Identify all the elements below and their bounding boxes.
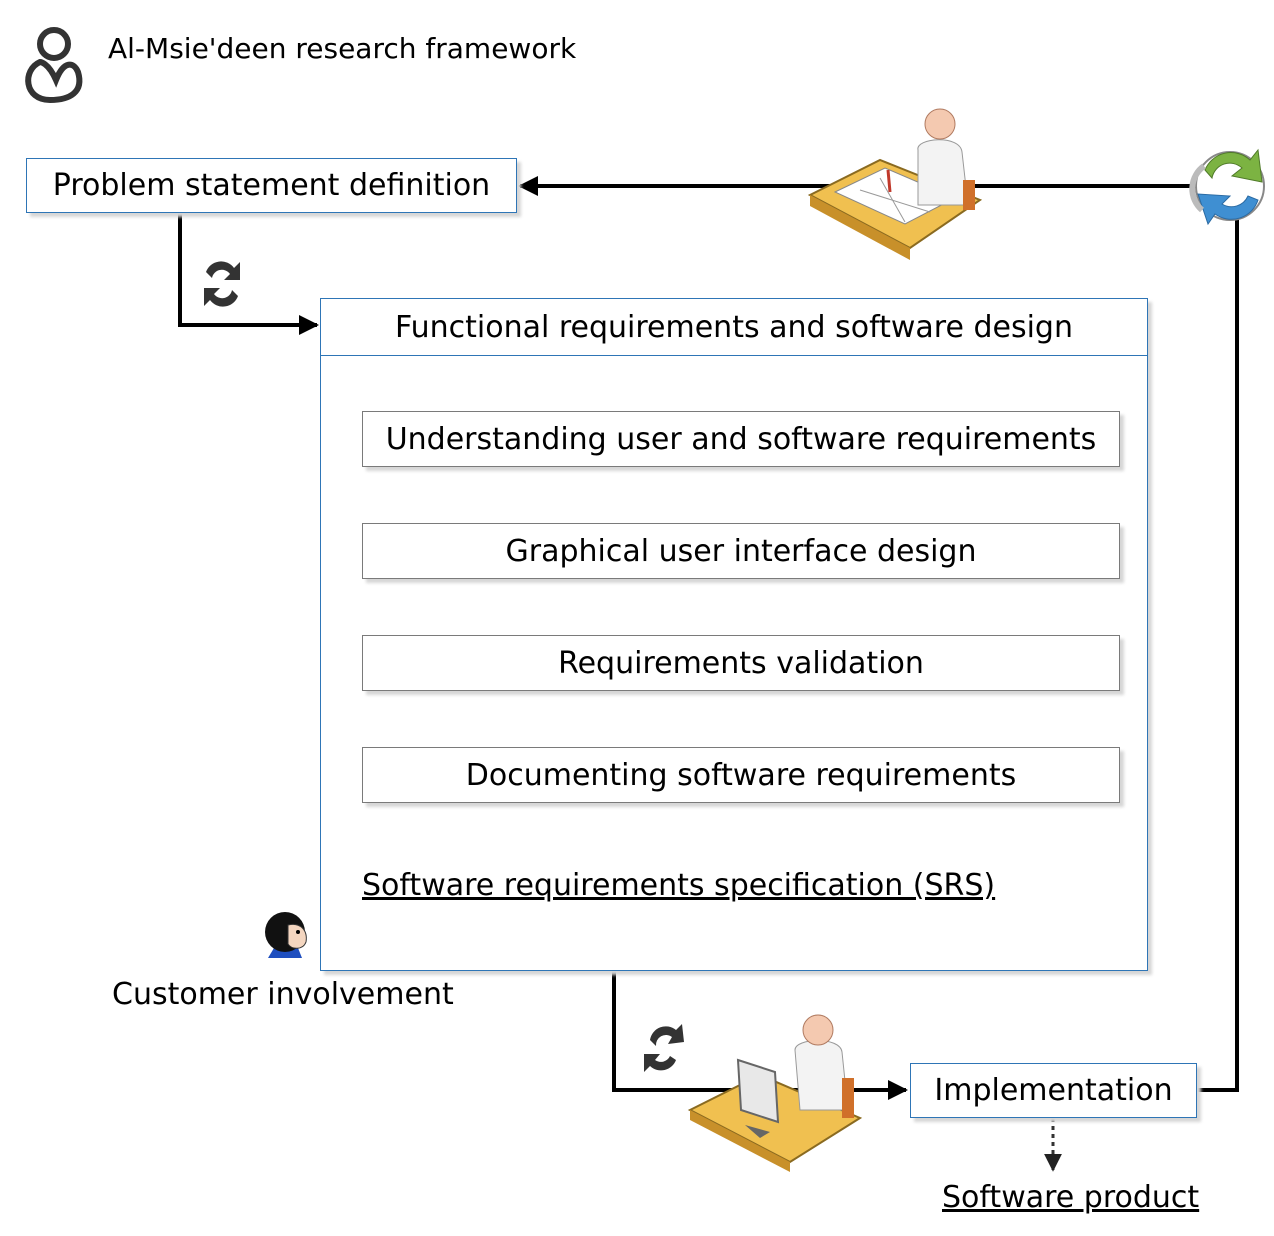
designer-drafting-icon [807,108,983,260]
implementation-box: Implementation [910,1063,1197,1118]
cycle-arrows-icon [1189,148,1265,226]
refresh-icon [204,261,240,307]
refresh-icon-bottom [644,1024,684,1072]
customer-face-icon [265,912,307,958]
functional-requirements-container: Functional requirements and software des… [320,298,1148,971]
customer-involvement-label: Customer involvement [112,977,454,1012]
requirements-validation-box: Requirements validation [362,635,1120,691]
understanding-requirements-box: Understanding user and software requirem… [362,411,1120,467]
srs-label: Software requirements specification (SRS… [362,868,996,903]
documenting-requirements-box: Documenting software requirements [362,747,1120,803]
functional-requirements-title: Functional requirements and software des… [321,299,1147,356]
gui-design-box: Graphical user interface design [362,523,1120,579]
software-product-label: Software product [942,1180,1200,1215]
developer-computer-icon [687,1014,863,1172]
problem-statement-box: Problem statement definition [26,158,517,213]
user-outline-icon [25,27,83,104]
connector-problem-to-functional [178,212,319,335]
page-title: Al-Msie'deen research framework [108,32,577,65]
